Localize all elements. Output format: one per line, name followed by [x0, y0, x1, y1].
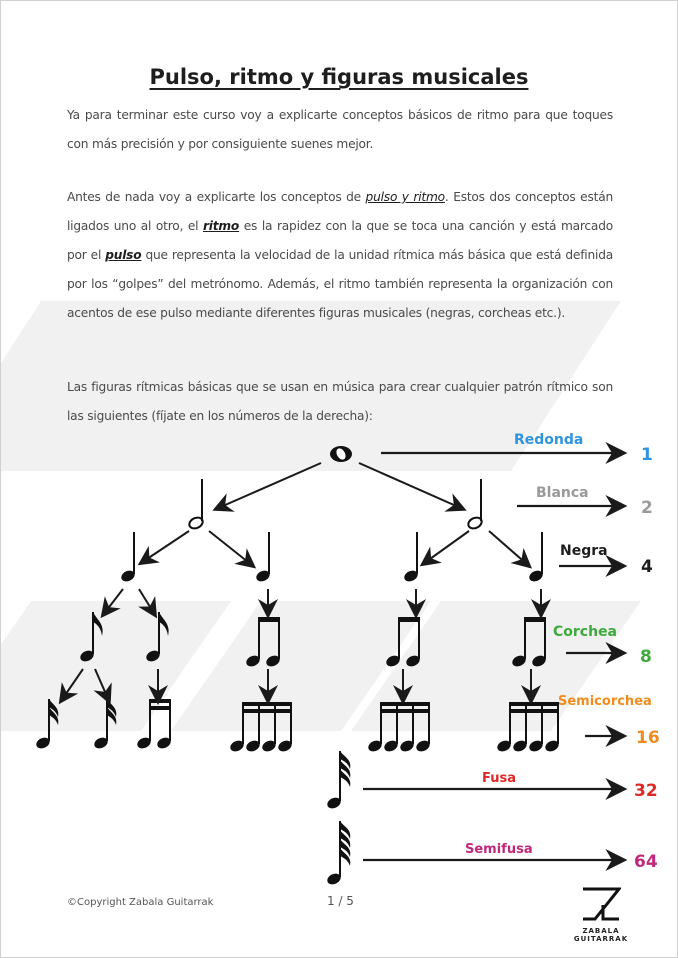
eighth-note: [79, 612, 103, 663]
quarter-note: [401, 531, 421, 585]
count-4: 4: [641, 557, 653, 577]
eighth-note-pair: [245, 617, 282, 668]
figures-intro-paragraph: Las figuras rítmicas básicas que se usan…: [67, 380, 613, 423]
text-segment: . Estos dos conceptos están ligados uno …: [67, 190, 613, 233]
label-blanca: Blanca: [536, 485, 589, 501]
rhythm-figures-diagram: Redonda Blanca Negra Corchea Semicorchea…: [1, 432, 660, 885]
label-negra: Negra: [560, 543, 608, 559]
half-note: [186, 478, 206, 532]
label-fusa: Fusa: [482, 771, 516, 786]
whole-note: [330, 446, 352, 462]
copyright-text: ©Copyright Zabala Guitarrak: [67, 897, 214, 908]
thirty-second-note: [327, 751, 351, 809]
eighth-note-pair: [511, 617, 548, 668]
quarter-note: [253, 531, 273, 585]
count-arrows: [363, 442, 628, 871]
count-2: 2: [641, 498, 653, 518]
label-corchea: Corchea: [553, 624, 617, 640]
term-pulso-y-ritmo: pulso y ritmo: [365, 190, 446, 204]
brand-logo: ZABALA GUITARRAK: [561, 887, 641, 943]
label-semifusa: Semifusa: [465, 842, 533, 857]
count-1: 1: [641, 445, 653, 465]
sixteenth-note-group: [496, 702, 561, 753]
sixteenth-note: [93, 699, 117, 750]
text-segment: es la rapidez con la que se toca una can…: [67, 219, 613, 262]
label-semicorchea: Semicorchea: [558, 694, 652, 709]
tree-arrows: [58, 462, 551, 705]
sixteenth-note-group: [367, 702, 432, 753]
text-segment: Antes de nada voy a explicarte los conce…: [67, 190, 366, 204]
brand-name: ZABALA GUITARRAK: [573, 927, 629, 943]
intro-paragraph: Ya para terminar este curso voy a explic…: [67, 108, 613, 151]
page-title: Pulso, ritmo y figuras musicales: [149, 65, 529, 89]
quarter-note: [526, 531, 546, 585]
term-pulso: pulso: [105, 248, 142, 262]
label-redonda: Redonda: [514, 432, 583, 448]
half-note: [465, 478, 485, 532]
sixteenth-note-group: [229, 702, 294, 753]
zg-logo-icon: [583, 887, 623, 921]
quarter-note: [118, 531, 138, 585]
eighth-note: [145, 612, 169, 663]
count-32: 32: [634, 781, 658, 801]
sixteenth-note-pair: [136, 699, 173, 750]
page-number: 1 / 5: [327, 894, 354, 908]
eighth-note-pair: [385, 617, 422, 668]
count-16: 16: [636, 728, 660, 748]
count-8: 8: [640, 647, 652, 667]
text-segment: que representa la velocidad de la unidad…: [67, 248, 613, 320]
term-ritmo: ritmo: [202, 219, 240, 233]
concepts-paragraph: Antes de nada voy a explicarte los conce…: [67, 183, 613, 328]
count-64: 64: [634, 852, 658, 872]
sixty-fourth-note: [327, 821, 351, 885]
sixteenth-note: [35, 699, 59, 750]
